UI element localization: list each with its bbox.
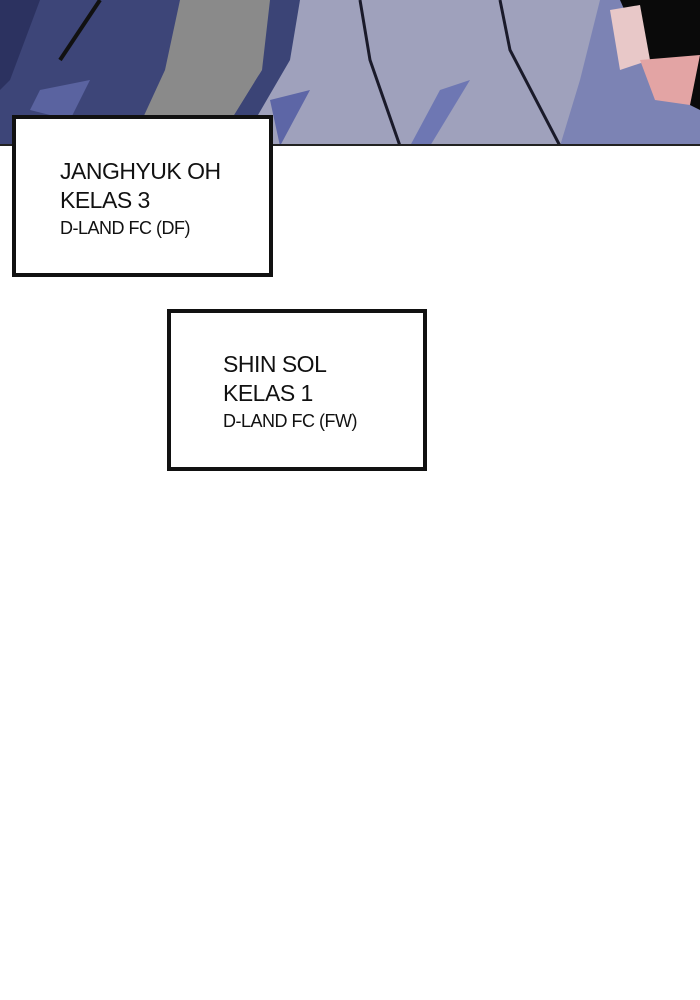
character-grade: KELAS 1 [223,380,313,406]
comic-panel-artwork [0,0,700,146]
character-team: D-LAND FC (FW) [223,411,357,431]
caption-box-shin-sol: SHIN SOL KELAS 1 D-LAND FC (FW) [167,309,427,471]
character-name: SHIN SOL [223,351,327,377]
character-name: JANGHYUK OH [60,158,221,184]
character-team: D-LAND FC (DF) [60,218,190,238]
character-grade: KELAS 3 [60,187,150,213]
caption-box-janghyuk: JANGHYUK OH KELAS 3 D-LAND FC (DF) [12,115,273,277]
